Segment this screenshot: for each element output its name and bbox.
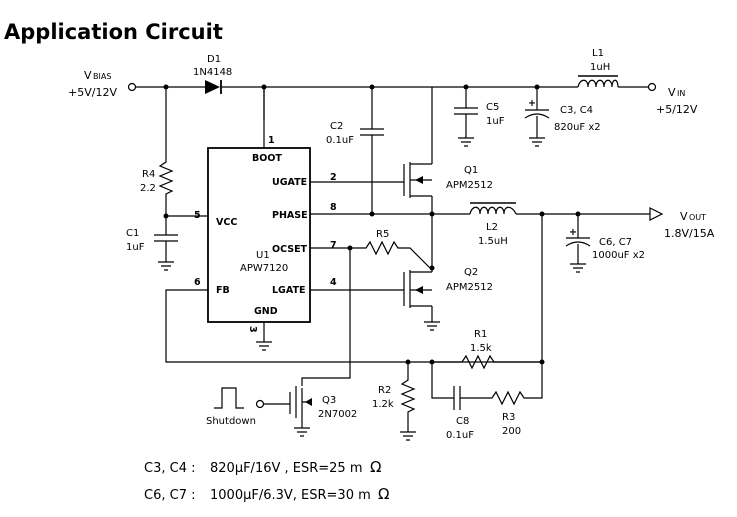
inductor-l2 — [469, 206, 517, 215]
pin-number-ocset: 7 — [330, 240, 337, 251]
r4-ref: R4 — [142, 169, 155, 180]
resistor-r5 — [310, 240, 433, 271]
pin-name-phase: PHASE — [272, 210, 308, 221]
shutdown-label: Shutdown — [206, 416, 256, 427]
vbias-terminal — [127, 82, 137, 92]
q3-ref: Q3 — [322, 395, 336, 406]
vin-label: V — [668, 86, 676, 99]
l2-value: 1.5uH — [478, 236, 508, 247]
capacitor-c1 — [154, 216, 178, 271]
vin-terminal — [647, 82, 657, 92]
vin-sub: IN — [677, 89, 685, 98]
q2-value: APM2512 — [446, 282, 493, 293]
c2-value: 0.1uF — [326, 135, 354, 146]
d1-ref: D1 — [207, 54, 221, 65]
page-title: Application Circuit — [4, 20, 223, 44]
capacitor-c3-c4 — [524, 87, 550, 147]
shutdown-pulse-icon — [214, 387, 244, 409]
q3-value: 2N7002 — [318, 409, 357, 420]
pin-name-fb: FB — [216, 285, 230, 296]
l2-ref: L2 — [486, 222, 498, 233]
ugate-wire — [310, 164, 405, 196]
note-2-unit: Ω — [378, 485, 389, 503]
pin-name-ocset: OCSET — [272, 244, 308, 255]
vbias-label: V — [84, 69, 92, 82]
c5-ref: C5 — [486, 102, 499, 113]
ic-ref: U1 — [256, 250, 270, 261]
pin-number-gnd: 3 — [247, 326, 258, 333]
r3-ref: R3 — [502, 412, 515, 423]
r3-value: 200 — [502, 426, 521, 437]
ic-gnd — [256, 322, 272, 351]
pin-name-gnd: GND — [254, 306, 278, 317]
inductor-l1 — [577, 79, 619, 88]
l1-ref: L1 — [592, 48, 604, 59]
capacitor-c6-c7 — [565, 214, 591, 273]
c67-value: 1000uF x2 — [592, 250, 645, 261]
fb-wire — [165, 214, 543, 363]
pin-number-lgate: 4 — [330, 277, 337, 288]
c8-value: 0.1uF — [446, 430, 474, 441]
vin-value: +5/12V — [656, 103, 698, 116]
vbias-sub: BIAS — [93, 72, 111, 81]
note-2-label: C6, C7 : — [144, 488, 195, 503]
resistor-r2 — [400, 362, 416, 441]
vbias-value: +5V/12V — [68, 86, 117, 99]
resistor-r4 — [158, 87, 208, 217]
pin-number-boot: 1 — [268, 135, 275, 146]
c2-ref: C2 — [330, 121, 343, 132]
pin-name-ugate: UGATE — [272, 177, 307, 188]
vout-value: 1.8V/15A — [664, 227, 715, 240]
capacitor-c2 — [360, 87, 384, 214]
r5-ref: R5 — [376, 229, 389, 240]
note-1-unit: Ω — [370, 458, 381, 476]
c8-r3-network — [431, 362, 543, 410]
note-1-label: C3, C4 : — [144, 461, 195, 476]
pin-number-phase: 8 — [330, 202, 337, 213]
c1-ref: C1 — [126, 228, 139, 239]
r2-ref: R2 — [378, 385, 391, 396]
ocset-to-q3-wire — [301, 248, 351, 386]
vout-sub: OUT — [689, 213, 706, 222]
resistor-r1 — [432, 354, 542, 370]
q1-value: APM2512 — [446, 180, 493, 191]
d1-value: 1N4148 — [193, 67, 232, 78]
mosfet-q1 — [409, 160, 433, 214]
ic-u1-body — [207, 147, 311, 323]
lgate-wire — [310, 272, 405, 306]
mosfet-q3 — [294, 386, 310, 437]
pin-number-ugate: 2 — [330, 172, 337, 183]
c8-ref: C8 — [456, 416, 469, 427]
vout-arrow — [649, 207, 664, 221]
shutdown-terminal[interactable] — [255, 399, 265, 409]
l1-value: 1uH — [590, 62, 610, 73]
r1-ref: R1 — [474, 329, 487, 340]
q2-ref: Q2 — [464, 267, 478, 278]
c67-ref: C6, C7 — [599, 237, 632, 248]
r2-value: 1.2k — [372, 399, 394, 410]
note-1-text: 820µF/16V , ESR=25 m — [210, 461, 363, 476]
ic-part: APW7120 — [240, 263, 288, 274]
c1-value: 1uF — [126, 242, 145, 253]
c5-value: 1uF — [486, 116, 505, 127]
note-2-text: 1000µF/6.3V, ESR=30 m — [210, 488, 371, 503]
svg-text:+: + — [569, 227, 577, 238]
diode-d1 — [205, 80, 220, 94]
pin-name-vcc: VCC — [216, 217, 237, 228]
pin-number-fb: 6 — [194, 277, 201, 288]
pin-name-boot: BOOT — [252, 153, 282, 164]
pin-name-lgate: LGATE — [272, 285, 305, 296]
vout-label: V — [680, 210, 688, 223]
q1-ref: Q1 — [464, 165, 478, 176]
c34-ref: C3, C4 — [560, 105, 593, 116]
svg-text:+: + — [528, 98, 536, 109]
r1-value: 1.5k — [470, 343, 492, 354]
mosfet-q2 — [409, 260, 440, 331]
capacitor-c5 — [454, 87, 478, 147]
c34-value: 820uF x2 — [554, 122, 601, 133]
r4-value: 2.2 — [140, 183, 156, 194]
